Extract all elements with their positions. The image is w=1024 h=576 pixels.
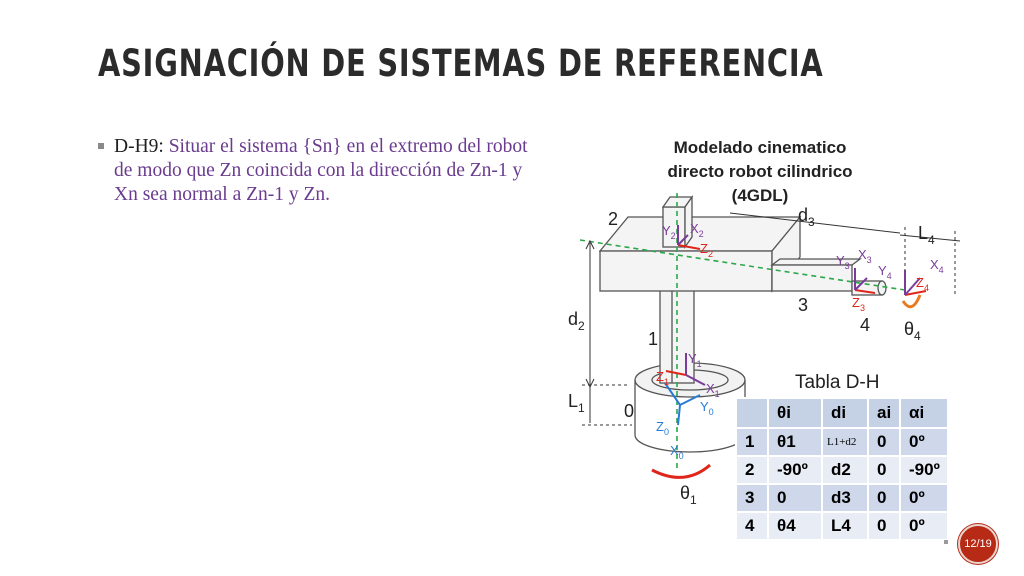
label-y0: Y0 [700, 399, 714, 417]
table-cell: 0º [899, 511, 949, 541]
dh-table: θi di ai αi 1 θ1 L1+d2 0 0º 2 -90º d2 0 … [735, 397, 949, 541]
label-z0: Z0 [656, 419, 669, 437]
axis-labels: Z0 X0 Y0 Z1 Y1 X1 Y2 X2 Z2 Y3 X3 Z3 Y4 X… [656, 221, 944, 461]
label-z2: Z2 [700, 241, 713, 259]
bullet-item: D-H9: Situar el sistema {Sn} en el extre… [98, 135, 548, 207]
table-row: 2 -90º d2 0 -90º [735, 455, 949, 485]
table-cell: 2 [735, 455, 769, 485]
label-link-2: 2 [608, 209, 618, 229]
robot-diagram: Modelado cinematico directo robot cilind… [568, 138, 961, 507]
table-row: 4 θ4 L4 0 0º [735, 511, 949, 541]
bullet-text: D-H9: Situar el sistema {Sn} en el extre… [114, 135, 548, 207]
table-cell: L1+d2 [821, 427, 869, 457]
diagram-heading-line1: Modelado cinematico [674, 138, 847, 157]
table-cell: 0 [867, 427, 901, 457]
label-z3: Z3 [852, 295, 865, 313]
label-y1: Y1 [688, 351, 702, 369]
table-cell: 0 [767, 483, 823, 513]
table-cell: 3 [735, 483, 769, 513]
label-x4: X4 [930, 257, 944, 275]
carriage-block [598, 215, 802, 293]
label-link-3: 3 [798, 295, 808, 315]
table-cell: L4 [821, 511, 869, 541]
table-cell: θ1 [767, 427, 823, 457]
bullet-marker [98, 143, 104, 149]
label-x1: X1 [706, 381, 720, 399]
table-cell: 0º [899, 427, 949, 457]
table-cell: 0 [867, 483, 901, 513]
label-d3: d3 [798, 205, 815, 229]
table-cell: -90º [899, 455, 949, 485]
table-cell: 0 [867, 455, 901, 485]
page-number-badge: 12/19 [958, 524, 998, 564]
table-cell: d3 [821, 483, 869, 513]
label-link-0: 0 [624, 401, 634, 421]
table-row: 3 0 d3 0 0º [735, 483, 949, 513]
table-cell: -90º [767, 455, 823, 485]
label-y3: Y3 [836, 253, 850, 271]
table-row: 1 θ1 L1+d2 0 0º [735, 427, 949, 457]
table-cell: 0 [867, 511, 901, 541]
table-header-cell: ai [867, 397, 901, 429]
label-x3: X3 [858, 247, 872, 265]
label-l4: L4 [918, 223, 935, 247]
slide-title: ASIGNACIÓN DE SISTEMAS DE REFERENCIA [98, 42, 824, 85]
table-header-cell: αi [899, 397, 949, 429]
label-z4: Z4 [916, 275, 929, 293]
table-cell: θ4 [767, 511, 823, 541]
table-header-cell [735, 397, 769, 429]
table-cell: 0º [899, 483, 949, 513]
label-theta1: θ1 [680, 483, 697, 507]
prismatic-arm [770, 258, 887, 296]
label-y2: Y2 [662, 223, 676, 241]
table-cell: d2 [821, 455, 869, 485]
label-link-4: 4 [860, 315, 870, 335]
table-cell: 1 [735, 427, 769, 457]
diagram-heading-line3: (4GDL) [732, 186, 789, 205]
table-header-cell: θi [767, 397, 823, 429]
label-theta4: θ4 [904, 319, 921, 343]
label-link-1: 1 [648, 329, 658, 349]
diagram-labels: 2 1 0 3 4 d2 L1 d3 L4 θ1 θ4 [568, 205, 935, 507]
frame-arrows [651, 225, 927, 479]
diagram-heading-line2: directo robot cilindrico [667, 162, 852, 181]
bullet-body: Situar el sistema {Sn} en el extremo del… [114, 136, 528, 205]
table-cell: 4 [735, 511, 769, 541]
table-header-cell: di [821, 397, 869, 429]
label-x2: X2 [690, 221, 704, 239]
page-dot [944, 540, 948, 544]
label-l1: L1 [568, 391, 585, 415]
bullet-lead: D-H9: [114, 136, 164, 157]
label-x0: X0 [670, 443, 684, 461]
top-block [661, 194, 694, 250]
label-d2: d2 [568, 309, 585, 333]
table-header-row: θi di ai αi [735, 397, 949, 429]
label-y4: Y4 [878, 263, 892, 281]
table-caption: Tabla D-H [795, 372, 879, 393]
label-z1: Z1 [656, 369, 669, 387]
